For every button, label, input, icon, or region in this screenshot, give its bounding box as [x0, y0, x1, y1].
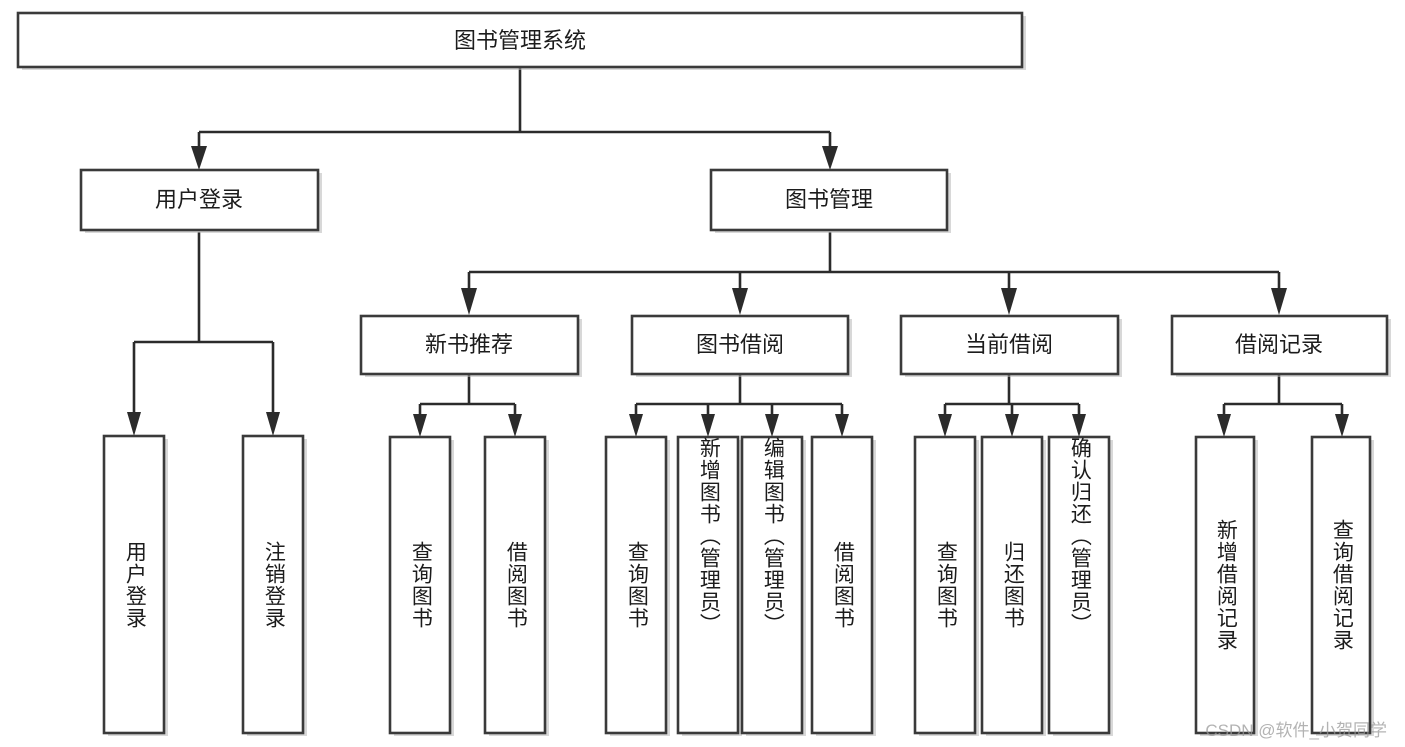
node-book-borrow[interactable]: 图书借阅	[630, 314, 852, 377]
leaf-query-book-1-box[interactable]	[388, 435, 452, 735]
arrowhead-book-borrow	[732, 288, 748, 315]
leaf-edit-book-box[interactable]	[740, 435, 804, 735]
root-label: 图书管理系统	[454, 28, 586, 53]
arrowhead-leaf-query-book-2	[629, 414, 643, 437]
leaf-logout-box[interactable]	[241, 434, 305, 735]
node-borrow-record[interactable]: 借阅记录	[1170, 314, 1391, 377]
arrowhead-leaf-borrow-book-2	[835, 414, 849, 437]
book-borrow-box	[630, 314, 850, 376]
arrowhead-current-borrow	[1001, 288, 1017, 315]
arrowhead-leaf-borrow-book-1	[508, 414, 522, 437]
leaf-user-login-box[interactable]	[102, 434, 166, 735]
node-current-borrow[interactable]: 当前借阅	[899, 314, 1122, 377]
user-login-label: 用户登录	[155, 187, 243, 212]
arrowhead-leaf-user-login	[127, 412, 141, 436]
arrowhead-leaf-add-book	[701, 414, 715, 437]
arrowhead-user-login	[191, 146, 207, 170]
leaf-confirm-return-box[interactable]	[1047, 435, 1111, 735]
connectors	[127, 68, 1349, 437]
node-root[interactable]: 图书管理系统	[16, 11, 1026, 70]
current-borrow-box	[899, 314, 1120, 376]
arrowhead-leaf-query-book-1	[413, 414, 427, 437]
current-borrow-label: 当前借阅	[965, 332, 1053, 357]
leaf-return-book-box[interactable]	[980, 435, 1044, 735]
arrowhead-leaf-query-book-3	[938, 414, 952, 437]
new-book-recommend-box	[359, 314, 580, 376]
arrowhead-leaf-confirm-return	[1072, 414, 1086, 437]
arrowhead-book-management	[822, 146, 838, 170]
node-book-management[interactable]: 图书管理	[709, 168, 951, 233]
node-user-login[interactable]: 用户登录	[79, 168, 322, 233]
arrowhead-leaf-add-record	[1217, 414, 1231, 437]
leaf-borrow-book-2-box[interactable]	[810, 435, 874, 735]
borrow-record-box	[1170, 314, 1389, 376]
arrowhead-leaf-edit-book	[765, 414, 779, 437]
root-box	[16, 11, 1024, 69]
leaf-boxes	[102, 434, 1374, 736]
leaf-query-book-2-box[interactable]	[604, 435, 668, 735]
arrowhead-leaf-logout	[266, 412, 280, 436]
leaf-query-book-3-box[interactable]	[913, 435, 977, 735]
arrowhead-borrow-record	[1271, 288, 1287, 315]
arrowhead-leaf-query-record	[1335, 414, 1349, 437]
arrowhead-leaf-return-book	[1005, 414, 1019, 437]
leaf-borrow-book-1-box[interactable]	[483, 435, 547, 735]
leaf-query-record-box[interactable]	[1310, 435, 1372, 735]
arrowhead-new-book-recommend	[461, 288, 477, 315]
book-management-box	[709, 168, 949, 232]
book-borrow-label: 图书借阅	[696, 332, 784, 357]
book-management-label: 图书管理	[785, 187, 873, 212]
node-new-book-recommend[interactable]: 新书推荐	[359, 314, 582, 377]
borrow-record-label: 借阅记录	[1235, 332, 1323, 357]
new-book-recommend-label: 新书推荐	[425, 332, 513, 357]
leaf-add-record-box[interactable]	[1194, 435, 1256, 735]
leaf-add-book-box[interactable]	[676, 435, 740, 735]
user-login-box	[79, 168, 320, 232]
